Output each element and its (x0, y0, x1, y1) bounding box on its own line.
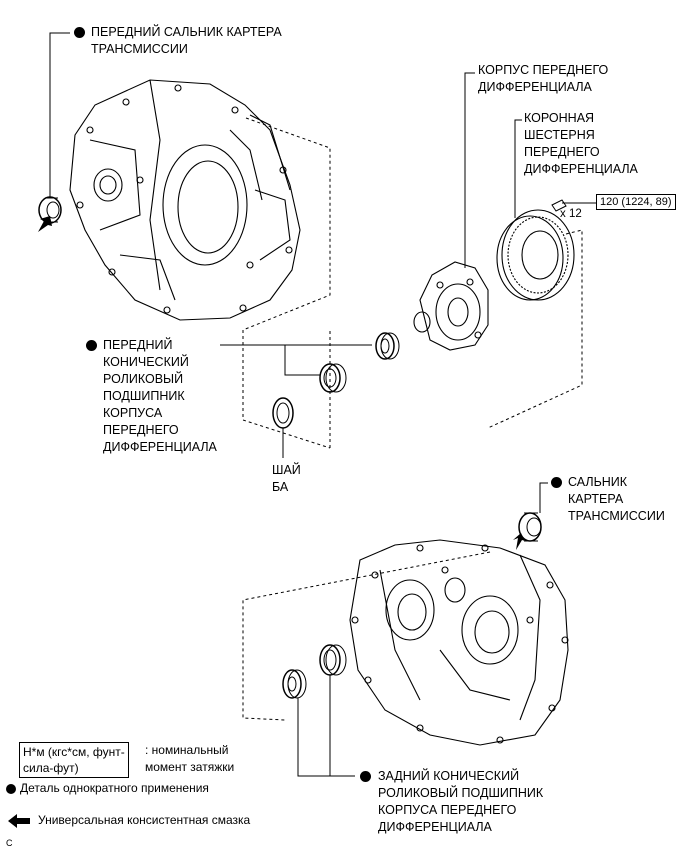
label-diff-case: КОРПУС ПЕРЕДНЕГО ДИФФЕРЕНЦИАЛА (478, 62, 608, 96)
label-line: КАРТЕРА (568, 492, 624, 506)
torque-value-box: 120 (1224, 89) (596, 194, 676, 210)
label-line: ПОДШИПНИК (103, 389, 185, 403)
grease-arrow-icon (513, 533, 525, 550)
label-line: ДИФФЕРЕНЦИАЛА (378, 820, 492, 834)
label-rear-bearing: ЗАДНИЙ КОНИЧЕСКИЙ РОЛИКОВЫЙ ПОДШИПНИК КО… (378, 768, 543, 836)
legend-line: момент затяжки (145, 760, 235, 774)
grease-arrow-icon (38, 216, 52, 232)
label-ring-gear: КОРОННАЯ ШЕСТЕРНЯ ПЕРЕДНЕГО ДИФФЕРЕНЦИАЛ… (524, 110, 638, 178)
rear-bearing-outer-race (319, 644, 347, 676)
legend-line: Н*м (кгс*см, фунт- (23, 745, 125, 759)
ring-gear (496, 209, 575, 301)
transmission-housing-upper (69, 79, 301, 321)
label-line: ПЕРЕДНЕГО (524, 145, 600, 159)
label-line: ШЕСТЕРНЯ (524, 128, 595, 142)
case-oil-seal (518, 512, 542, 542)
leader-rear-bearing (297, 698, 355, 777)
label-line: КОРПУСА ПЕРЕДНЕГО (378, 803, 517, 817)
label-line: ПЕРЕДНИЙ (103, 338, 173, 352)
label-line: ШАЙ (272, 463, 301, 477)
leader-front-oil-seal (49, 32, 70, 198)
label-line: ДИФФЕРЕНЦИАЛА (478, 80, 592, 94)
legend-torque-description: : номинальный момент затяжки (145, 742, 234, 776)
label-line: КОРПУСА (103, 406, 163, 420)
legend-torque-box: Н*м (кгс*см, фунт- сила-фут) (19, 742, 129, 778)
label-line: ЗАДНИЙ КОНИЧЕСКИЙ (378, 769, 520, 783)
lower-dashed-outline (242, 551, 491, 721)
legend-non-reusable-dot-icon (6, 784, 16, 794)
leader-ring-gear (514, 119, 522, 218)
differential-case (413, 261, 489, 351)
transmission-case-lower (349, 539, 569, 746)
leader-case-oil-seal (539, 482, 548, 513)
label-case-oil-seal: САЛЬНИК КАРТЕРА ТРАНСМИССИИ (568, 474, 665, 525)
legend-line: : номинальный (145, 743, 229, 757)
label-line: ПЕРЕДНИЙ САЛЬНИК КАРТЕРА (91, 25, 282, 39)
non-reusable-dot-icon (74, 27, 85, 38)
leader-diff-case (464, 72, 475, 268)
legend-grease-arrow-icon (8, 814, 30, 828)
label-line: КОНИЧЕСКИЙ (103, 355, 189, 369)
label-line: БА (272, 480, 289, 494)
label-line: ТРАНСМИССИИ (568, 509, 665, 523)
upper-dashed-outline (242, 117, 331, 449)
label-line: КОРПУС ПЕРЕДНЕГО (478, 63, 609, 77)
label-line: ДИФФЕРЕНЦИАЛА (524, 162, 638, 176)
label-line: ТРАНСМИССИИ (91, 42, 188, 56)
legend-non-reusable-text: Деталь однократного применения (20, 781, 209, 795)
rear-bearing-inner (282, 669, 307, 699)
bolt-count: x 12 (560, 208, 582, 220)
right-dashed-outline (487, 229, 583, 429)
label-front-oil-seal: ПЕРЕДНИЙ САЛЬНИК КАРТЕРА ТРАНСМИССИИ (91, 24, 282, 58)
corner-code: C (6, 838, 13, 848)
washer (272, 397, 294, 429)
label-line: КОРОННАЯ (524, 111, 595, 125)
label-washer: ШАЙ БА (272, 462, 301, 496)
front-bearing-outer-race (319, 363, 347, 393)
ring-gear-bolt (551, 199, 580, 212)
label-front-bearing: ПЕРЕДНИЙ КОНИЧЕСКИЙ РОЛИКОВЫЙ ПОДШИПНИК … (103, 337, 217, 456)
label-line: ПЕРЕДНЕГО (103, 423, 179, 437)
front-bearing-inner (375, 332, 400, 360)
label-line: ДИФФЕРЕНЦИАЛА (103, 440, 217, 454)
label-line: РОЛИКОВЫЙ (103, 372, 184, 386)
non-reusable-dot-icon (551, 477, 562, 488)
label-line: РОЛИКОВЫЙ ПОДШИПНИК (378, 786, 544, 800)
non-reusable-dot-icon (86, 340, 97, 351)
legend-line: сила-фут) (23, 761, 79, 775)
label-line: САЛЬНИК (568, 475, 628, 489)
legend-grease-text: Универсальная консистентная смазка (38, 813, 251, 827)
non-reusable-dot-icon (360, 771, 371, 782)
